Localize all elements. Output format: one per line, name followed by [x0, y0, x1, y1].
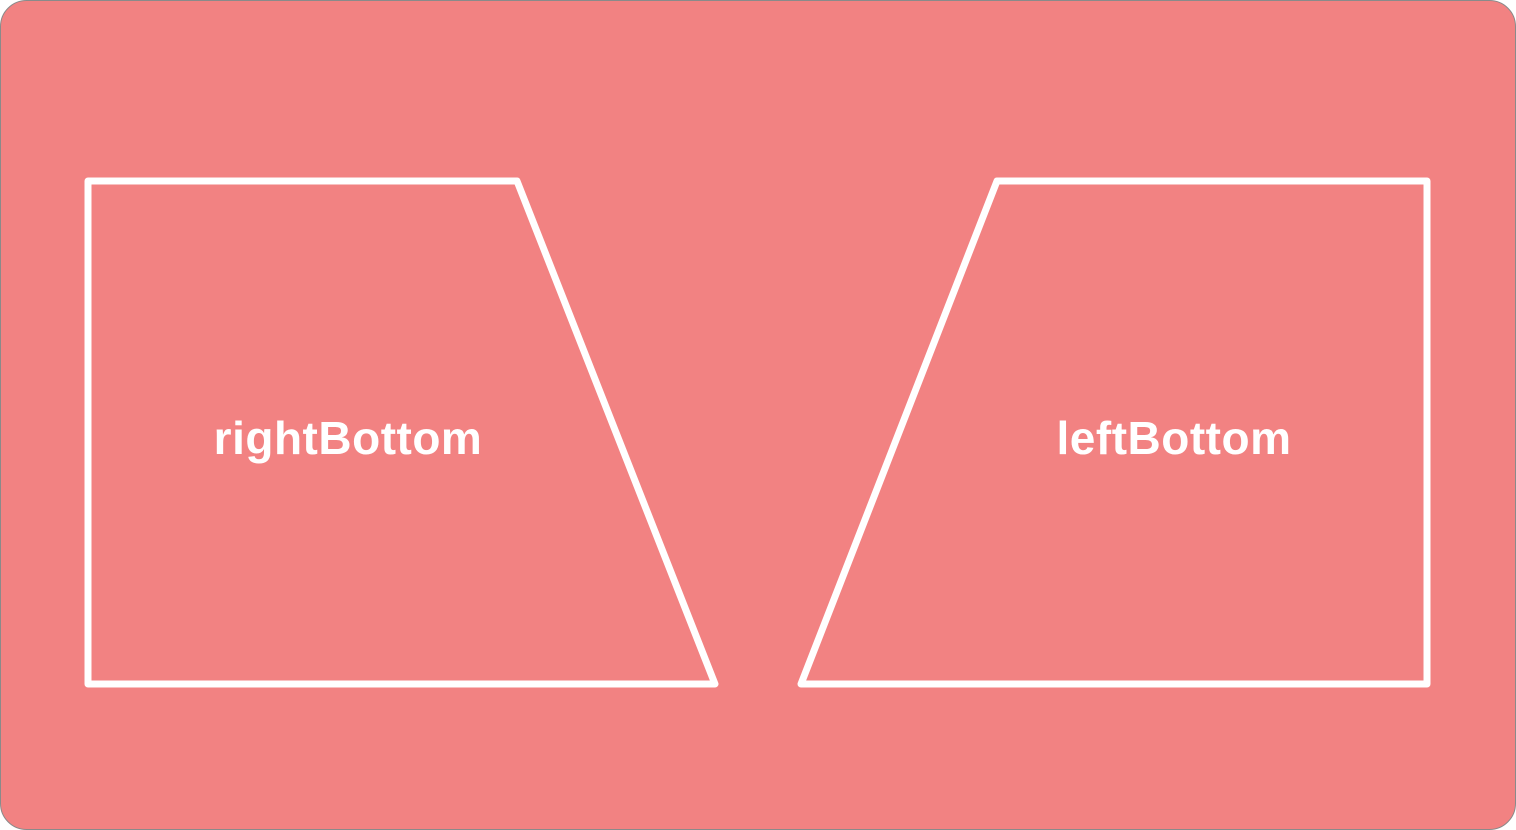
right-bottom-trapezoid	[84, 177, 719, 688]
left-bottom-label: leftBottom	[1057, 412, 1292, 464]
right-bottom-label: rightBottom	[214, 412, 483, 464]
left-bottom-trapezoid	[797, 177, 1431, 688]
